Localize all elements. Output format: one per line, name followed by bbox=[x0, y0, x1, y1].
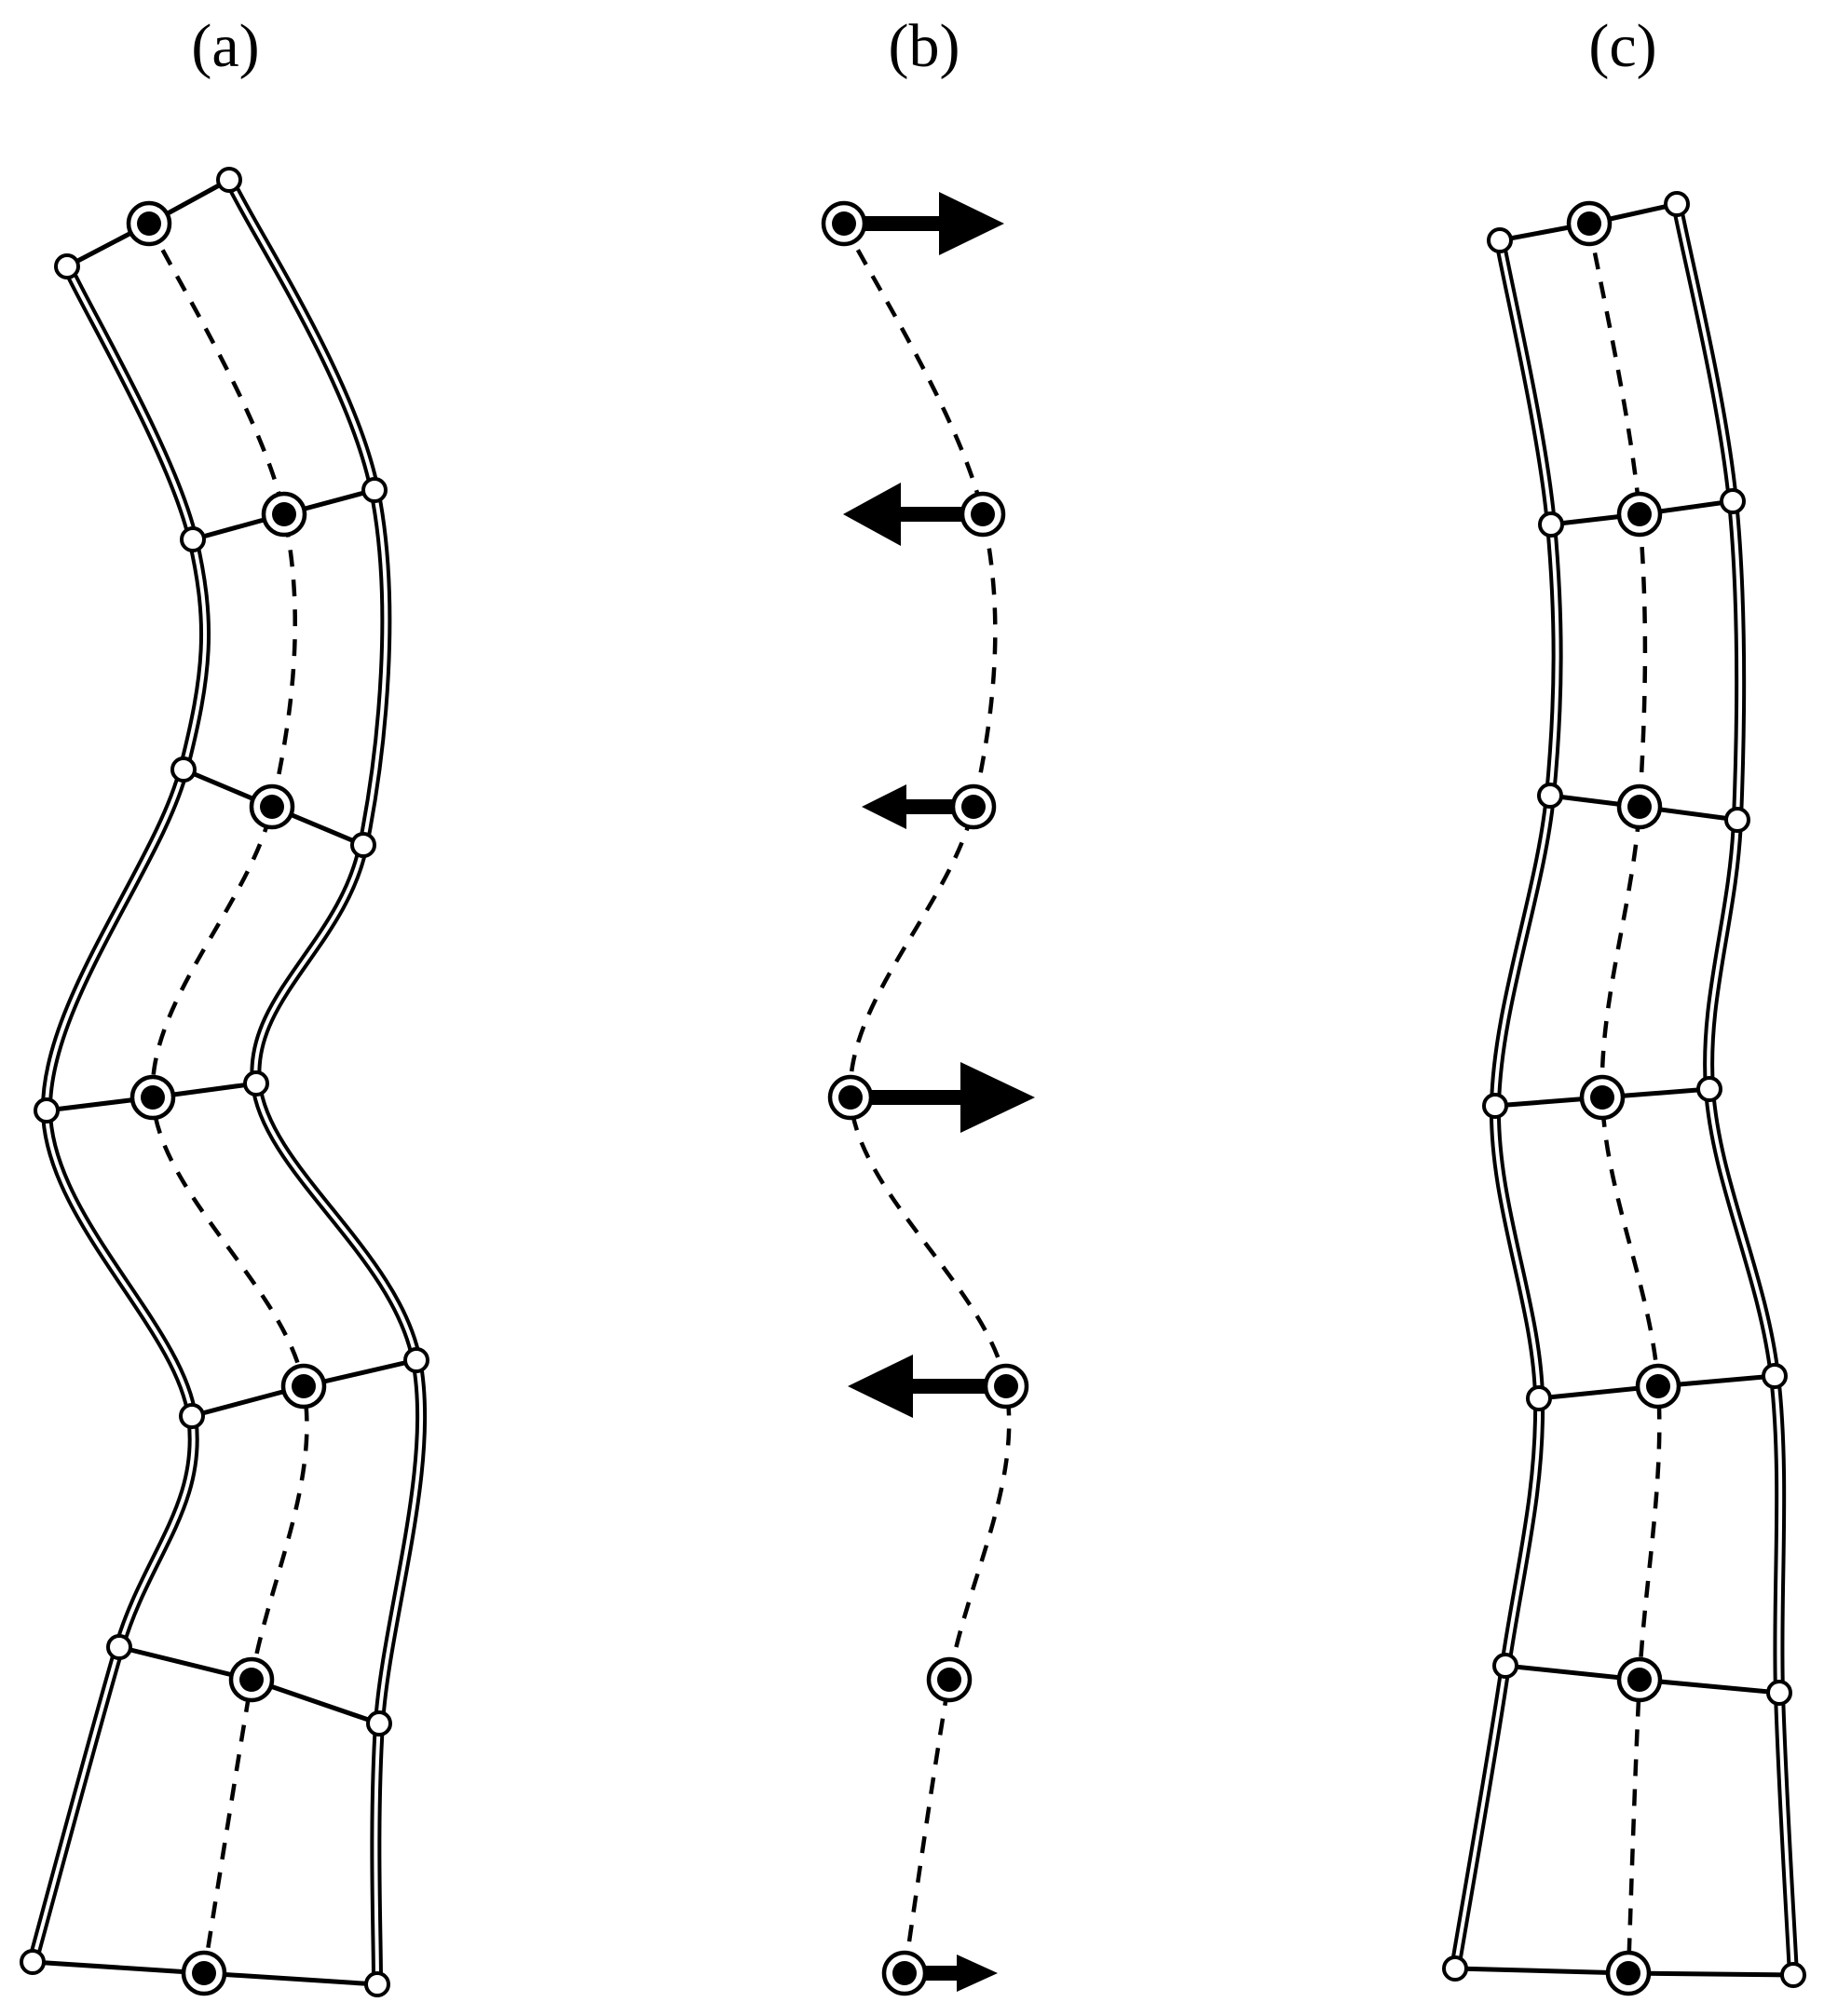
b-force-arrow-0 bbox=[844, 192, 1004, 255]
bead-core bbox=[272, 502, 296, 526]
c-edge-node bbox=[1664, 191, 1690, 217]
panel-label-b: (b) bbox=[888, 12, 960, 80]
arrow-head bbox=[960, 1062, 1035, 1133]
bead-core bbox=[838, 1085, 863, 1110]
bead-core bbox=[260, 795, 284, 819]
a-edge-node bbox=[179, 1403, 205, 1429]
c-edge-node bbox=[1482, 1093, 1508, 1119]
c-bead-0 bbox=[1566, 200, 1613, 247]
bead-core bbox=[937, 1668, 961, 1692]
panel-c-ribbon bbox=[1442, 191, 1806, 1996]
c-bead-5 bbox=[1616, 1656, 1663, 1703]
c-rung-left-6 bbox=[1452, 1966, 1631, 1976]
bead-core bbox=[1590, 1085, 1614, 1110]
a-edge-node bbox=[180, 526, 206, 552]
b-bead-4 bbox=[983, 1363, 1029, 1410]
bead-core bbox=[971, 502, 995, 526]
bead-core bbox=[961, 795, 986, 819]
a-rung-right-6 bbox=[201, 1970, 380, 1987]
bead-core bbox=[1577, 211, 1601, 236]
a-edge-node bbox=[34, 1097, 60, 1124]
a-edge-node bbox=[366, 1710, 392, 1737]
c-edge-node bbox=[1538, 511, 1564, 538]
bead-core bbox=[1627, 1668, 1652, 1692]
c-edge-node bbox=[1487, 227, 1513, 253]
panel-b-forces bbox=[821, 192, 1035, 1996]
a-edge-node bbox=[361, 477, 388, 503]
c-edge-node bbox=[1720, 488, 1746, 514]
a-edge-node bbox=[54, 253, 80, 279]
a-bead-2 bbox=[249, 783, 295, 830]
c-edge-node bbox=[1442, 1955, 1468, 1982]
c-edge-node bbox=[1780, 1962, 1806, 1988]
c-edge-node bbox=[1766, 1680, 1792, 1706]
panel-label-a: (a) bbox=[191, 12, 260, 80]
a-edge-node bbox=[20, 1949, 46, 1975]
b-bead-0 bbox=[821, 200, 867, 247]
c-edge-node bbox=[1526, 1385, 1552, 1411]
a-bead-0 bbox=[126, 200, 172, 247]
c-bead-2 bbox=[1616, 783, 1663, 830]
a-rung-left-5 bbox=[116, 1644, 254, 1682]
arrow-head bbox=[939, 192, 1004, 255]
a-edge-node bbox=[106, 1634, 132, 1660]
a-edge-node bbox=[216, 167, 242, 193]
a-bead-1 bbox=[261, 491, 307, 538]
bead-core bbox=[1627, 795, 1652, 819]
bead-core bbox=[141, 1085, 165, 1110]
c-bead-3 bbox=[1579, 1074, 1626, 1121]
bead-core bbox=[137, 211, 161, 236]
c-edge-node bbox=[1537, 783, 1563, 809]
arrow-head bbox=[848, 1355, 913, 1418]
b-bead-2 bbox=[950, 783, 997, 830]
a-bead-6 bbox=[181, 1950, 227, 1996]
c-rung-right-5 bbox=[1637, 1677, 1782, 1696]
bead-core bbox=[832, 211, 856, 236]
c-edge-node bbox=[1762, 1363, 1788, 1389]
arrow-head bbox=[862, 784, 906, 829]
c-edge-node bbox=[1724, 807, 1750, 833]
bead-core bbox=[892, 1961, 917, 1985]
bead-core bbox=[994, 1374, 1018, 1398]
panel-label-c: (c) bbox=[1588, 12, 1657, 80]
b-bead-1 bbox=[960, 491, 1006, 538]
b-force-arrow-3 bbox=[851, 1062, 1035, 1133]
b-bead-3 bbox=[827, 1074, 874, 1121]
c-rung-right-6 bbox=[1626, 1970, 1796, 1978]
panel-a-ribbon bbox=[20, 167, 429, 1997]
bead-core bbox=[192, 1961, 216, 1985]
a-edge-node bbox=[403, 1347, 429, 1373]
a-rung-left-6 bbox=[30, 1959, 207, 1976]
b-force-arrow-4 bbox=[848, 1355, 1006, 1418]
c-bead-6 bbox=[1605, 1950, 1652, 1996]
arrow-head bbox=[843, 483, 901, 546]
c-bead-4 bbox=[1635, 1363, 1681, 1410]
bead-core bbox=[1616, 1961, 1640, 1985]
bead-core bbox=[1646, 1374, 1670, 1398]
a-edge-node bbox=[243, 1070, 269, 1097]
b-bead-6 bbox=[881, 1950, 928, 1996]
bead-core bbox=[1627, 502, 1652, 526]
arrow-head bbox=[957, 1955, 998, 1992]
bead-core bbox=[239, 1668, 264, 1692]
bead-core bbox=[292, 1374, 316, 1398]
b-bead-5 bbox=[926, 1656, 973, 1703]
a-edge-node bbox=[364, 1971, 390, 1997]
a-bead-3 bbox=[129, 1074, 176, 1121]
c-edge-node bbox=[1492, 1653, 1518, 1679]
c-bead-1 bbox=[1616, 491, 1663, 538]
a-bead-5 bbox=[228, 1656, 275, 1703]
a-bead-4 bbox=[280, 1363, 327, 1410]
a-edge-node bbox=[170, 756, 197, 783]
c-edge-node bbox=[1696, 1076, 1722, 1102]
a-edge-node bbox=[350, 832, 376, 858]
